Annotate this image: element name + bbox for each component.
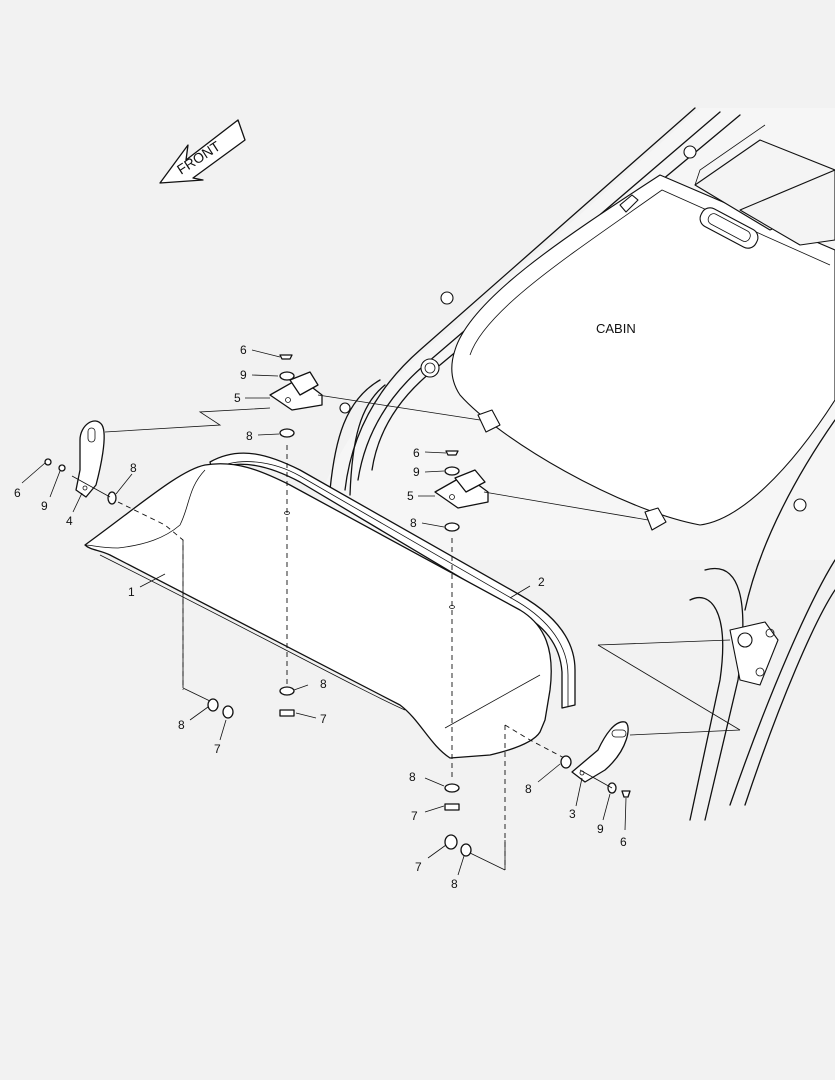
- callout-7: 7: [214, 742, 221, 756]
- callout-labels: 6 9 5 8 6 9 5 8 6 9 4 8 1 2 8 7 8 7 8 7 …: [14, 343, 627, 891]
- side-bracket-left: [75, 420, 105, 498]
- callout-7: 7: [415, 860, 422, 874]
- callout-8: 8: [525, 782, 532, 796]
- callout-8: 8: [409, 770, 416, 784]
- callout-9: 9: [240, 368, 247, 382]
- cabin-outline: [300, 107, 835, 821]
- hinge-bracket-upper: [269, 371, 323, 411]
- callout-7: 7: [411, 809, 418, 823]
- callout-8: 8: [410, 516, 417, 530]
- callout-7: 7: [320, 712, 327, 726]
- callout-8: 8: [320, 677, 327, 691]
- callout-5: 5: [234, 391, 241, 405]
- front-arrow: [159, 119, 246, 184]
- leader-lines: [21, 349, 741, 876]
- side-bracket-right: [571, 721, 629, 783]
- sunshade-part-1: [84, 463, 552, 759]
- cabin-label: CABIN: [596, 321, 636, 336]
- callout-6: 6: [14, 486, 21, 500]
- callout-6: 6: [413, 446, 420, 460]
- callout-9: 9: [41, 499, 48, 513]
- hinge-bracket-lower: [434, 469, 489, 509]
- assembly-lines: [117, 445, 569, 871]
- callout-6: 6: [240, 343, 247, 357]
- callout-1: 1: [128, 585, 135, 599]
- sunshade-part-2: [209, 452, 576, 709]
- callout-4: 4: [66, 514, 73, 528]
- callout-6: 6: [620, 835, 627, 849]
- callout-8: 8: [451, 877, 458, 891]
- callout-8: 8: [178, 718, 185, 732]
- fasteners: [44, 354, 631, 857]
- callout-2: 2: [538, 575, 545, 589]
- callout-5: 5: [407, 489, 414, 503]
- callout-8: 8: [246, 429, 253, 443]
- callout-8: 8: [130, 461, 137, 475]
- callout-9: 9: [597, 822, 604, 836]
- callout-9: 9: [413, 465, 420, 479]
- callout-3: 3: [569, 807, 576, 821]
